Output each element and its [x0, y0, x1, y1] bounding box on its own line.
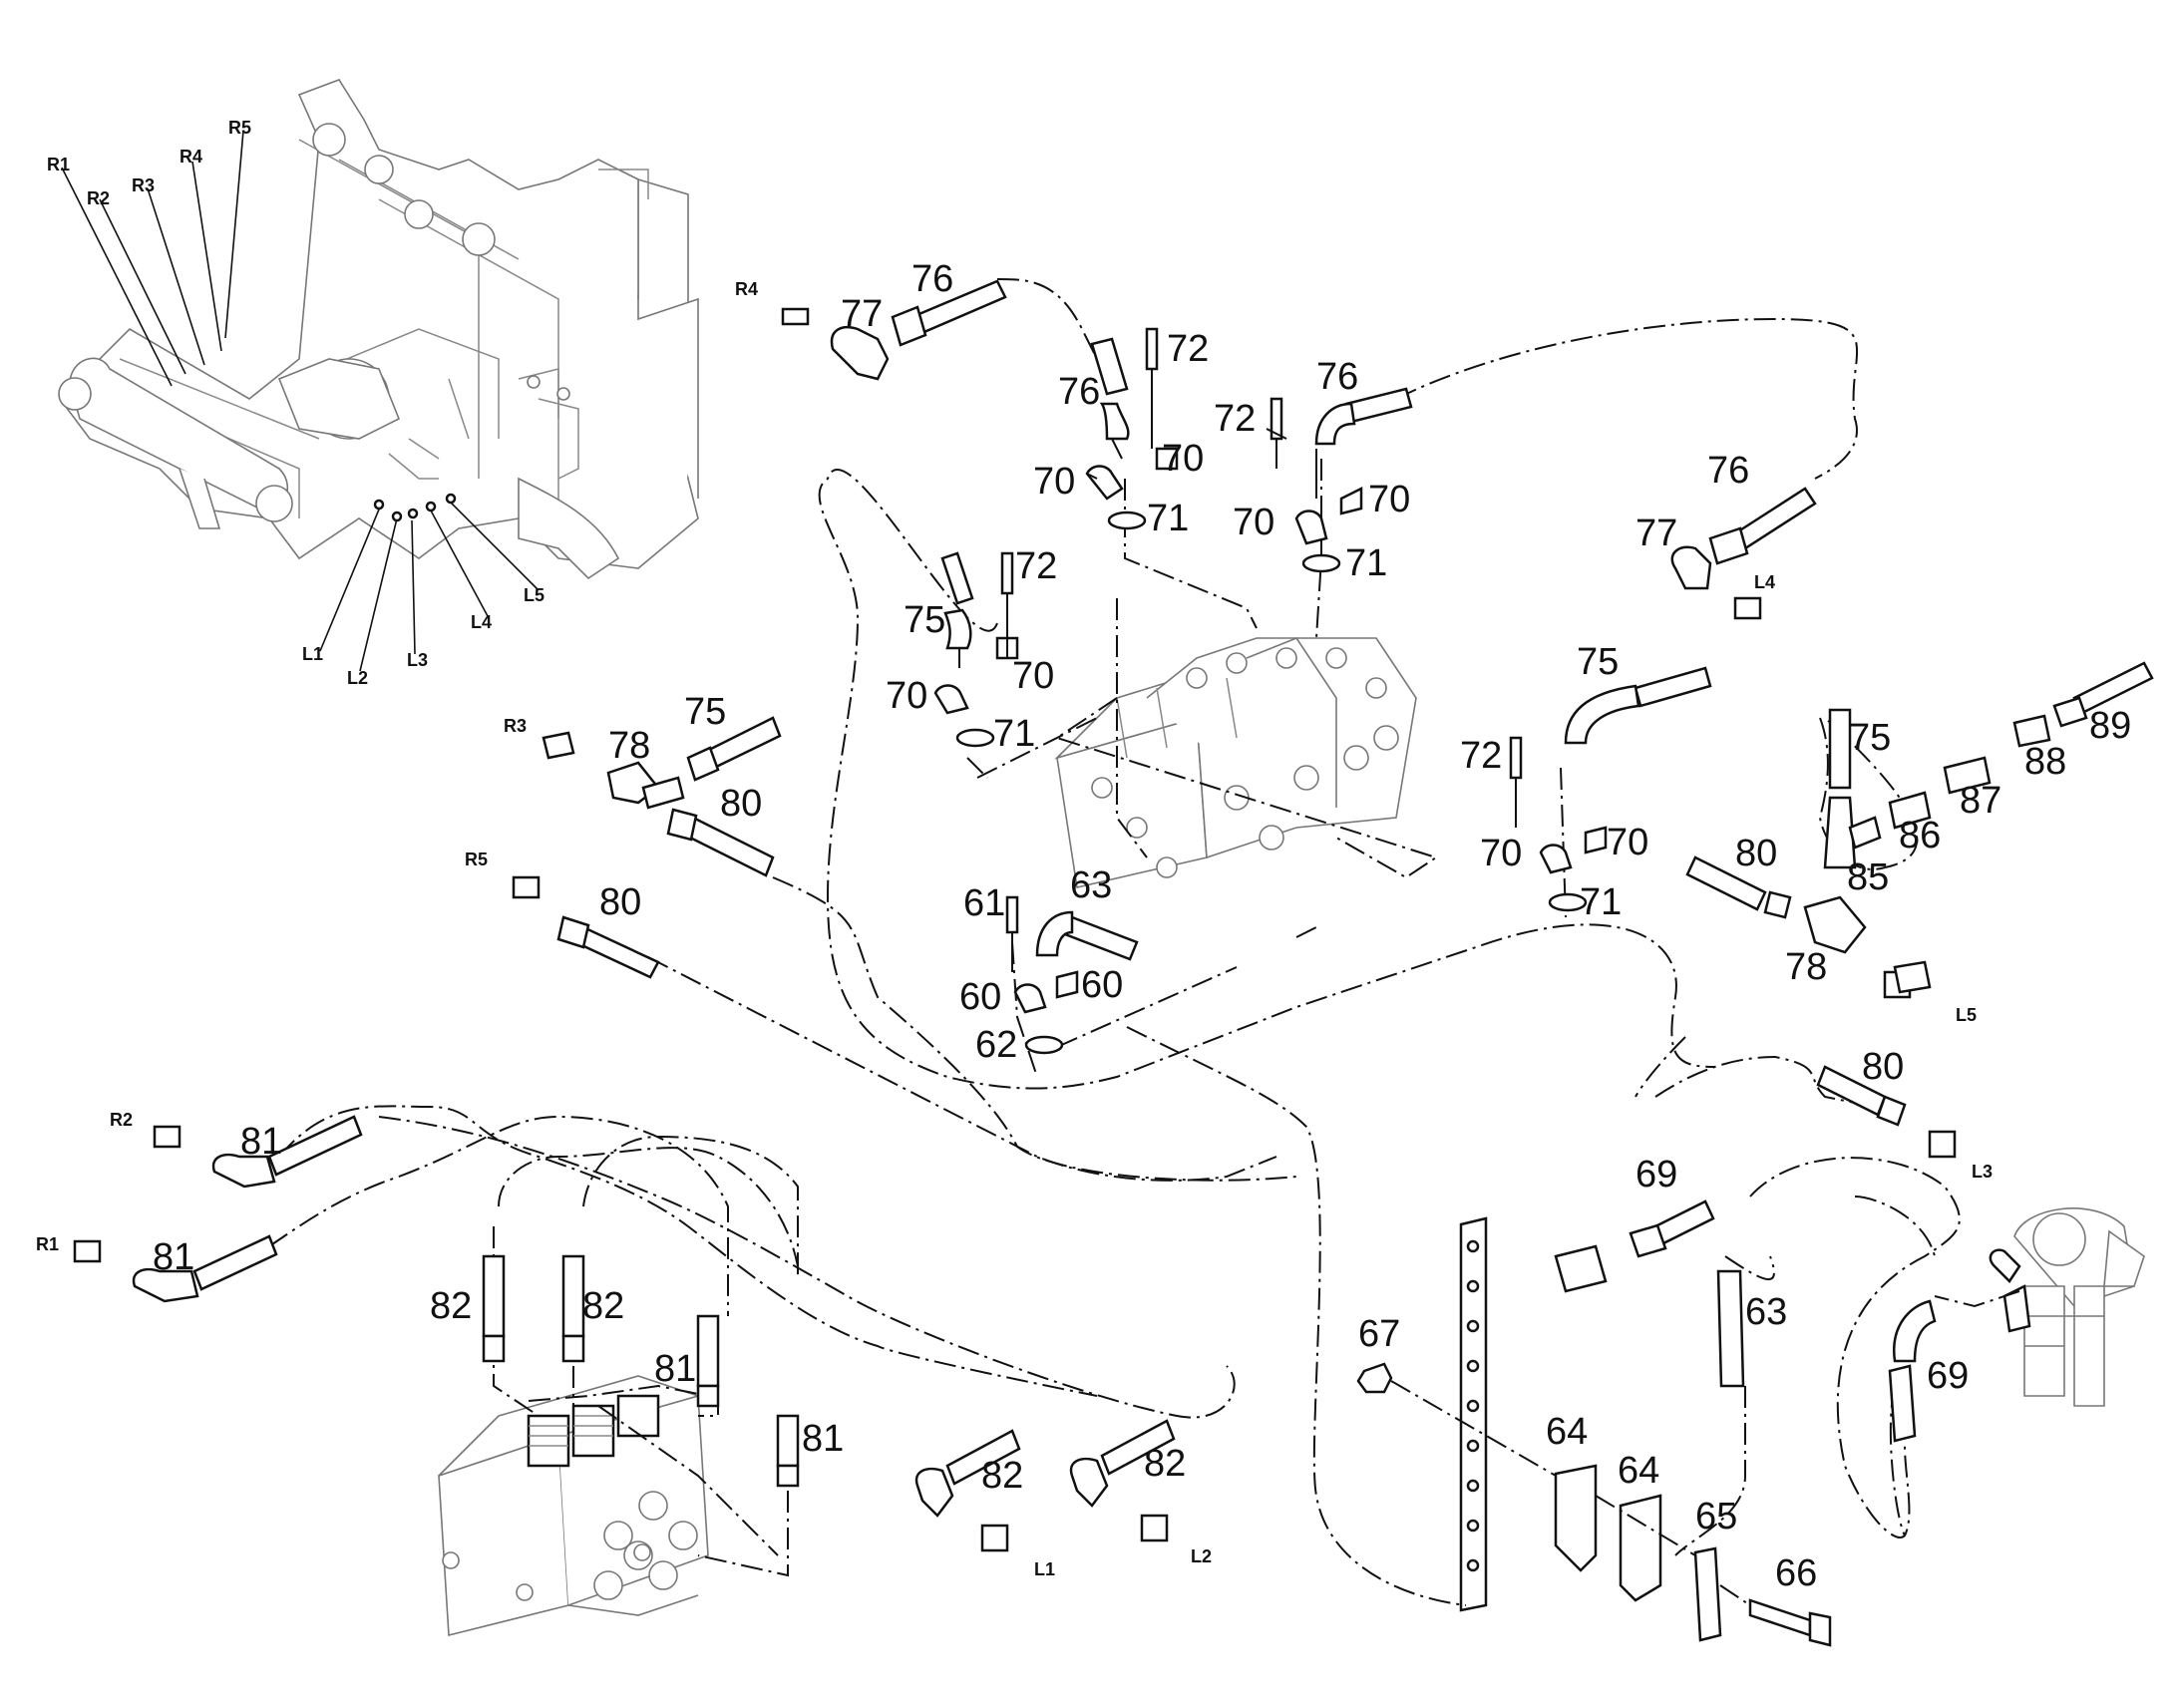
callout-81: 81 — [240, 1121, 282, 1163]
callout-72: 72 — [1167, 328, 1209, 370]
callout-82: 82 — [582, 1285, 624, 1327]
callout-76: 76 — [1058, 371, 1100, 413]
hose-port-label-r3: R3 — [504, 716, 527, 736]
callout-75: 75 — [1577, 641, 1619, 683]
callout-81: 81 — [654, 1348, 696, 1390]
callout-80: 80 — [599, 881, 641, 923]
port-label-r1: R1 — [47, 155, 70, 174]
callout-72: 72 — [1015, 545, 1057, 587]
callout-60: 60 — [1081, 964, 1123, 1006]
hose-port-label-r4: R4 — [735, 279, 758, 299]
callout-71: 71 — [1147, 498, 1189, 539]
callout-70: 70 — [1162, 438, 1204, 480]
hose-port-label-l4: L4 — [1754, 572, 1775, 592]
callout-77: 77 — [841, 293, 883, 335]
port-label-l5: L5 — [524, 585, 545, 605]
hose-port-label-l3: L3 — [1972, 1162, 1993, 1182]
callout-71: 71 — [993, 713, 1035, 755]
port-label-r2: R2 — [87, 188, 110, 208]
hose-port-label-r5: R5 — [465, 850, 488, 869]
callout-80: 80 — [1862, 1046, 1904, 1088]
mounting-bracket — [1356, 1216, 1832, 1647]
callout-70: 70 — [1607, 822, 1648, 863]
callout-70: 70 — [1368, 479, 1410, 520]
port-label-l4: L4 — [471, 612, 492, 632]
callout-86: 86 — [1899, 815, 1941, 856]
callout-76: 76 — [911, 258, 953, 300]
main-control-valve — [1054, 637, 1417, 888]
item-callouts: 76 77 76 72 70 70 71 76 72 70 70 71 76 7… — [153, 258, 2131, 1594]
callout-82: 82 — [981, 1455, 1023, 1497]
callout-89: 89 — [2089, 705, 2131, 747]
leader-lines — [958, 369, 1517, 972]
callout-75: 75 — [904, 599, 945, 641]
hoses — [73, 279, 2154, 1552]
callout-63: 63 — [1070, 864, 1112, 906]
callout-82: 82 — [1144, 1443, 1186, 1485]
callout-80: 80 — [1735, 833, 1777, 874]
port-label-r4: R4 — [180, 147, 202, 167]
callout-66: 66 — [1775, 1552, 1817, 1594]
loader-frame-drawing — [58, 79, 699, 672]
callout-80: 80 — [720, 783, 762, 825]
callout-70: 70 — [1480, 833, 1522, 874]
callout-78: 78 — [608, 725, 650, 767]
callout-62: 62 — [975, 1024, 1017, 1066]
callout-81: 81 — [153, 1236, 194, 1278]
callout-87: 87 — [1960, 780, 2001, 822]
callout-78: 78 — [1785, 946, 1827, 988]
callout-63: 63 — [1745, 1291, 1787, 1333]
callout-77: 77 — [1635, 512, 1677, 554]
callout-61: 61 — [963, 882, 1005, 924]
callout-76: 76 — [1707, 450, 1749, 492]
callout-81: 81 — [802, 1418, 844, 1460]
port-label-l2: L2 — [347, 668, 368, 688]
callout-70: 70 — [1233, 502, 1274, 543]
frame-port-labels: R1 R2 R3 R4 R5 L1 L2 L3 L4 L5 R4 R3 R5 R… — [36, 118, 1993, 1579]
callout-67: 67 — [1358, 1313, 1400, 1355]
auxiliary-control-valve — [438, 1375, 709, 1637]
callout-75: 75 — [684, 691, 726, 733]
callout-70: 70 — [1033, 461, 1075, 503]
callout-76: 76 — [1316, 356, 1358, 398]
callout-71: 71 — [1580, 881, 1622, 923]
callout-69: 69 — [1927, 1355, 1969, 1397]
hose-port-label-r2: R2 — [110, 1110, 133, 1130]
port-label-r5: R5 — [228, 118, 251, 138]
callout-60: 60 — [959, 976, 1001, 1018]
callout-64: 64 — [1618, 1450, 1659, 1492]
port-label-l1: L1 — [302, 644, 323, 664]
callout-69: 69 — [1635, 1154, 1677, 1196]
callout-65: 65 — [1695, 1496, 1737, 1537]
callout-72: 72 — [1214, 398, 1256, 440]
callout-88: 88 — [2024, 741, 2066, 783]
callout-75: 75 — [1849, 717, 1891, 759]
hose-port-label-l5: L5 — [1956, 1005, 1977, 1025]
hose-port-label-l1: L1 — [1034, 1559, 1055, 1579]
callout-71: 71 — [1345, 542, 1387, 584]
port-label-l3: L3 — [407, 650, 428, 670]
pilot-filter-unit — [1989, 1207, 2145, 1407]
port-label-r3: R3 — [132, 175, 155, 195]
callout-70: 70 — [1012, 655, 1054, 697]
callout-85: 85 — [1847, 856, 1889, 898]
callout-82: 82 — [430, 1285, 472, 1327]
hose-port-label-l2: L2 — [1191, 1546, 1212, 1566]
callout-64: 64 — [1546, 1411, 1588, 1453]
hose-port-label-r1: R1 — [36, 1234, 59, 1254]
callout-70: 70 — [886, 675, 927, 717]
callout-72: 72 — [1460, 735, 1502, 777]
